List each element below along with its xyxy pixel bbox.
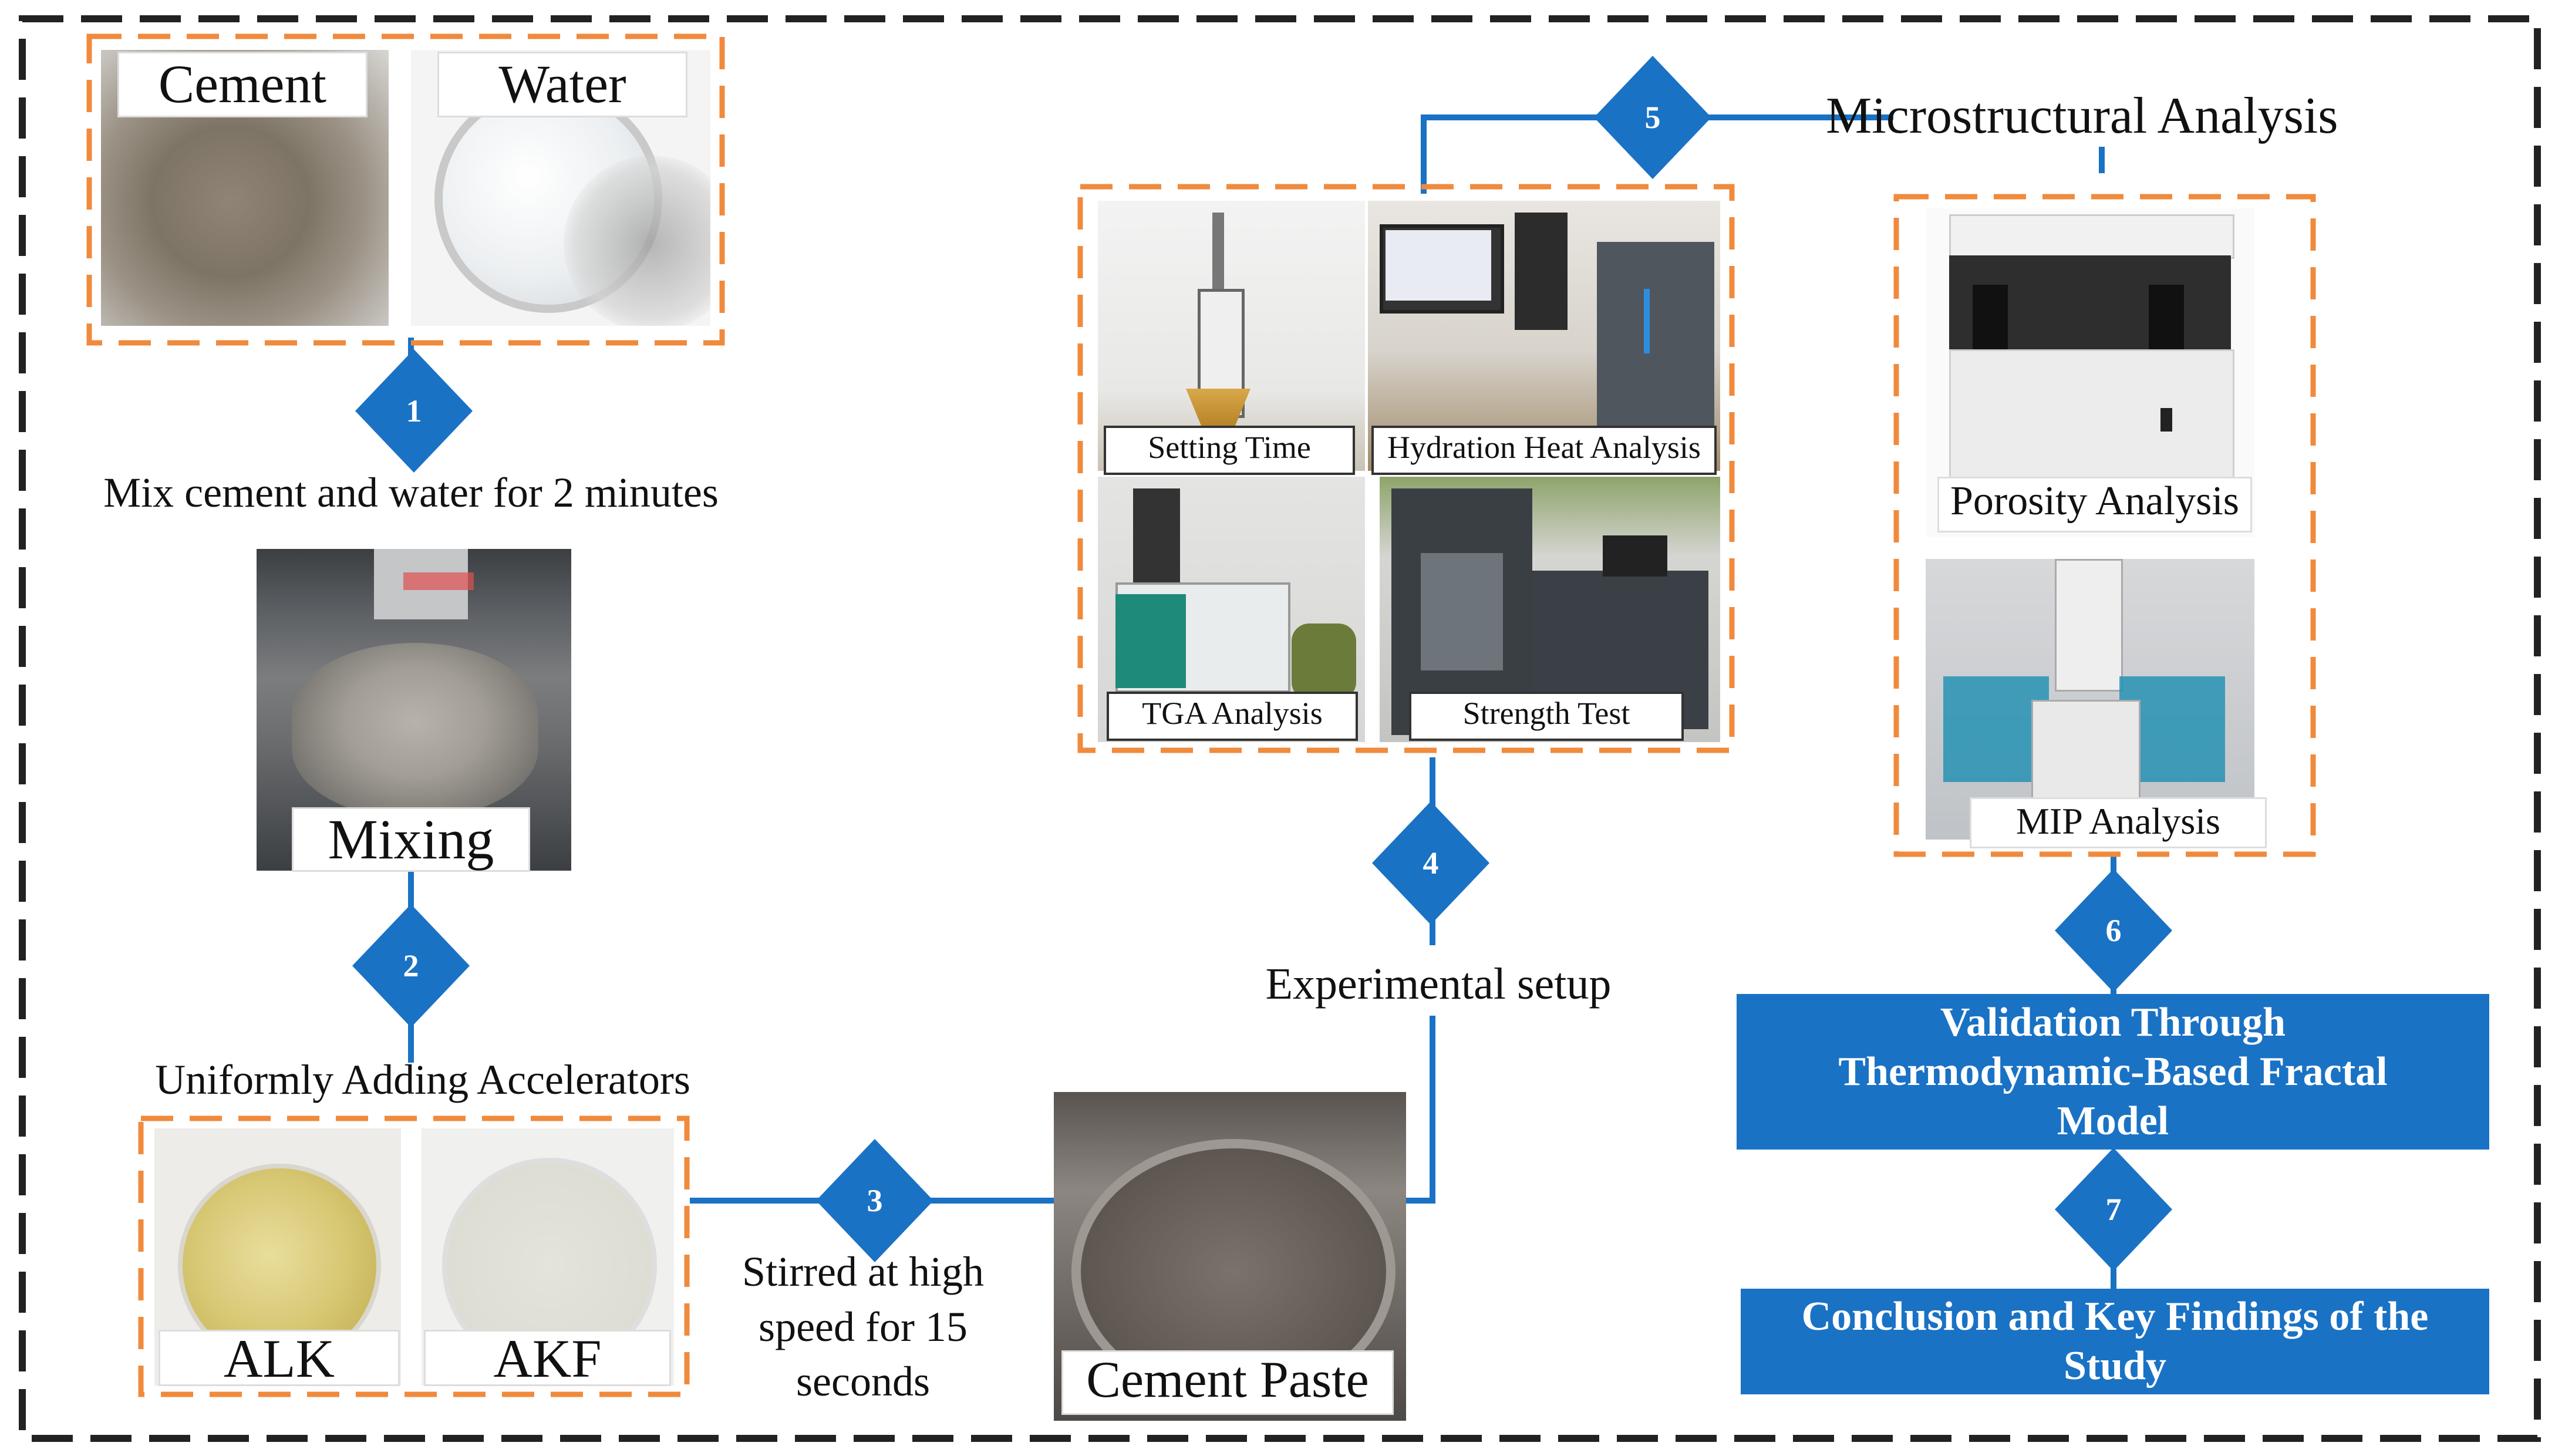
- step-4-label: Experimental setup: [1265, 959, 1612, 1009]
- step-7-number: 7: [2106, 1192, 2122, 1227]
- cement-caption: Cement: [117, 52, 368, 117]
- step-6-label-line-2: Thermodynamic-Based Fractal: [1838, 1049, 2388, 1094]
- step-7-label-line-2: Study: [2063, 1343, 2167, 1388]
- akf-caption: AKF: [424, 1330, 671, 1386]
- cement-paste-caption: Cement Paste: [1061, 1350, 1394, 1415]
- tga-caption: TGA Analysis: [1107, 692, 1358, 741]
- mip-photo: [1926, 559, 2254, 840]
- step-3-label-line-2: speed for 15: [759, 1303, 968, 1350]
- alk-caption: ALK: [159, 1330, 400, 1386]
- mip-caption: MIP Analysis: [1970, 797, 2267, 848]
- mixing-caption: Mixing: [292, 807, 530, 872]
- step-4-number: 4: [1423, 845, 1439, 881]
- setting-time-caption: Setting Time: [1104, 426, 1355, 475]
- hydration-heat-caption: Hydration Heat Analysis: [1371, 426, 1717, 475]
- step-6-label-line-1: Validation Through: [1940, 999, 2286, 1045]
- dashed-groups: [86, 33, 2316, 1397]
- strength-test-caption: Strength Test: [1409, 692, 1684, 741]
- step-3-label: Stirred at high speed for 15 seconds: [705, 1245, 1022, 1410]
- step-2-label: Uniformly Adding Accelerators: [155, 1056, 690, 1103]
- porosity-caption: Porosity Analysis: [1937, 477, 2252, 532]
- water-caption: Water: [437, 52, 687, 117]
- step-6-box: Validation Through Thermodynamic-Based F…: [1737, 994, 2489, 1150]
- step-7-label-line-1: Conclusion and Key Findings of the: [1801, 1294, 2429, 1339]
- step-7-box: Conclusion and Key Findings of the Study: [1741, 1289, 2489, 1394]
- step-6-label-line-3: Model: [2057, 1098, 2169, 1144]
- step-2-number: 2: [403, 948, 419, 983]
- step-diamond: [352, 56, 2172, 1271]
- step-5-number: 5: [1645, 100, 1661, 135]
- step-3-number: 3: [867, 1183, 883, 1218]
- water-photo: [411, 50, 710, 326]
- step-3-label-line-1: Stirred at high: [742, 1248, 984, 1295]
- outer-frame: [19, 15, 2541, 1442]
- step-6-number: 6: [2106, 913, 2122, 948]
- step-3-label-line-3: seconds: [796, 1358, 930, 1406]
- step-1-label: Mix cement and water for 2 minutes: [103, 469, 719, 516]
- step-1-number: 1: [406, 393, 422, 429]
- step-5-label: Microstructural Analysis: [1826, 87, 2338, 144]
